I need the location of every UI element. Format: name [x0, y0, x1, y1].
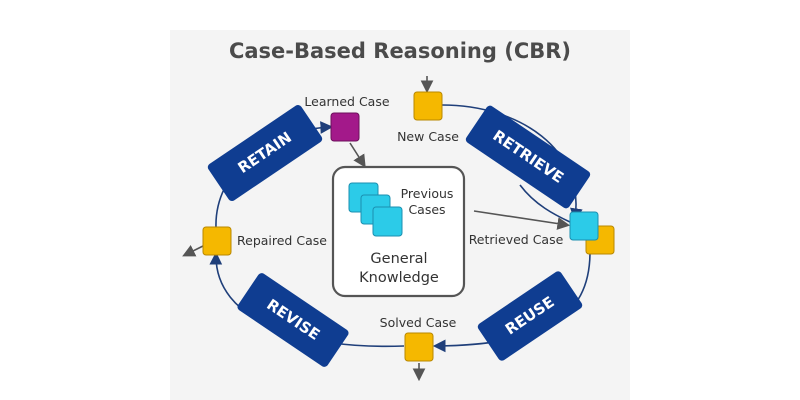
- io-arrows: [182, 76, 571, 382]
- general-knowledge-line2: Knowledge: [359, 270, 439, 286]
- retrieved-case-squares: [569, 211, 615, 255]
- previous-cases-label-line2: Cases: [408, 202, 445, 217]
- general-knowledge-line1: General: [370, 251, 427, 267]
- repaired-case-label: Repaired Case: [237, 233, 327, 248]
- learned-case-label: Learned Case: [304, 94, 389, 109]
- previous-cases-label-line1: Previous: [401, 186, 454, 201]
- previous-case-square: [372, 206, 403, 237]
- page-title: Case-Based Reasoning (CBR): [229, 39, 571, 63]
- retrieved-case-square: [569, 211, 599, 241]
- retrieved-case-label: Retrieved Case: [469, 232, 564, 247]
- learned-case-square: [330, 112, 360, 142]
- new-case-label: New Case: [397, 129, 459, 144]
- solved-case-label: Solved Case: [380, 315, 457, 330]
- arrow-knowledge-to-retrieved: [473, 210, 571, 230]
- stage-retain: RETAIN: [207, 104, 323, 202]
- output-arrow-repaired: [182, 244, 204, 257]
- stage-reuse: REUSE: [477, 271, 583, 361]
- solved-case-square: [404, 332, 434, 362]
- new-case-square: [413, 91, 443, 121]
- repaired-case-square: [202, 226, 232, 256]
- arrow-learned-to-knowledge: [349, 142, 366, 168]
- previous-cases-stack: [348, 182, 403, 237]
